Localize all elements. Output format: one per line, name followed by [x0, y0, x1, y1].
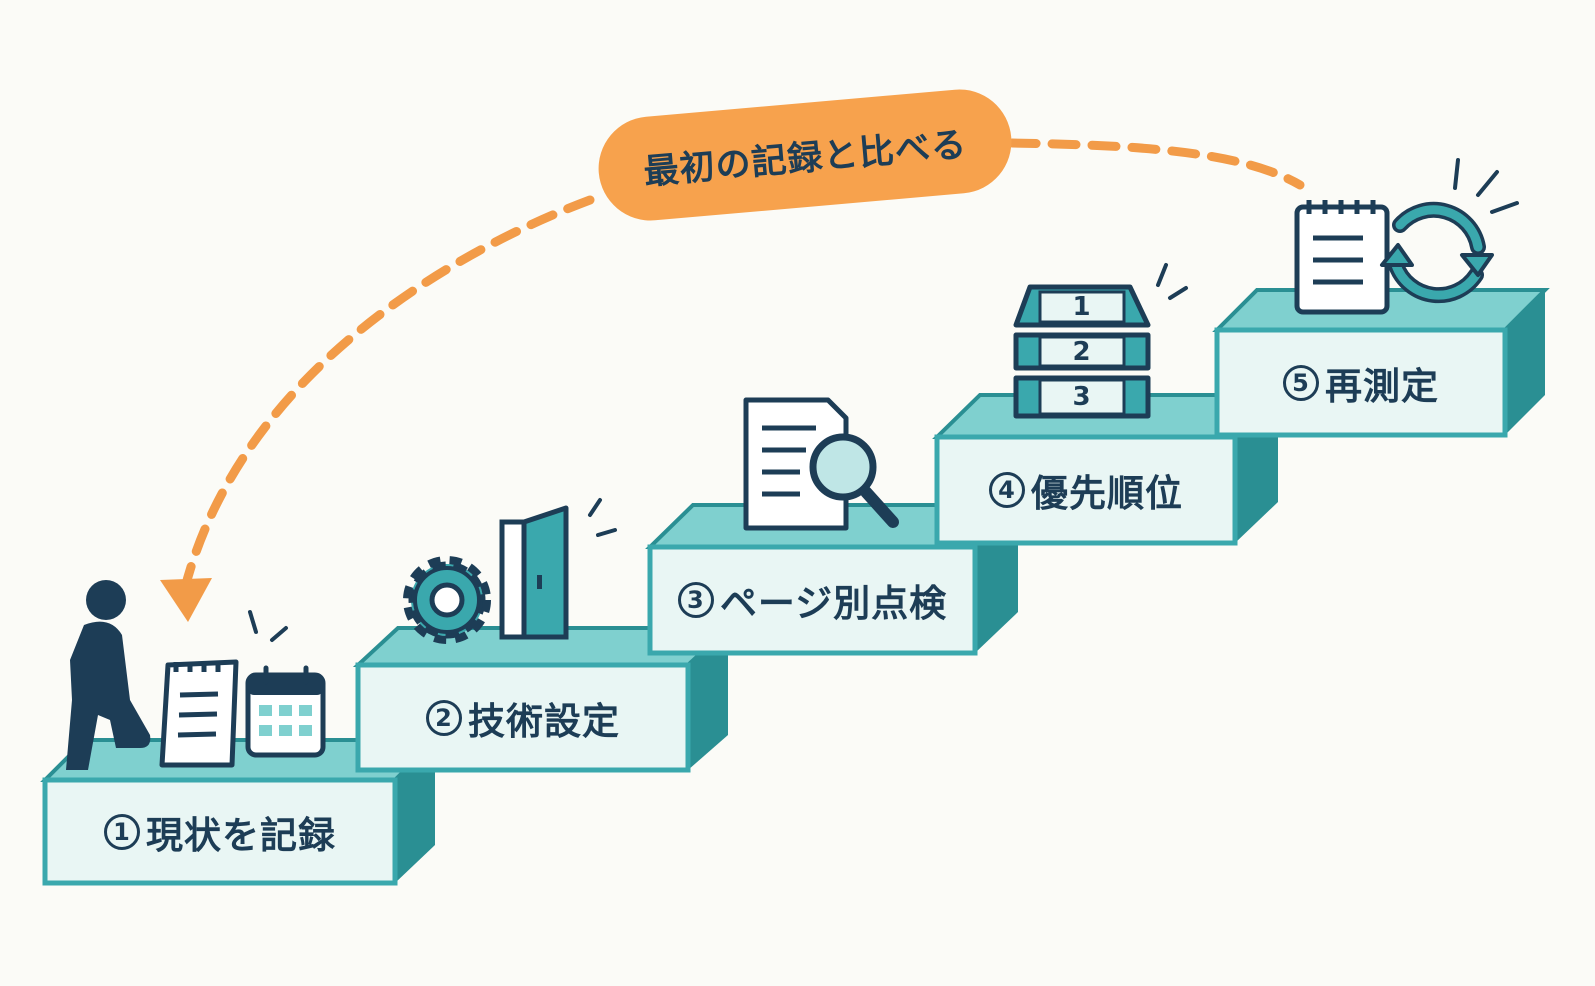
- notepad-icon: [159, 659, 239, 768]
- ranking-number-2: 2: [1072, 336, 1092, 367]
- gear-icon: [403, 556, 491, 644]
- door-icon: [499, 498, 617, 640]
- notepad-icon-step5: [1294, 200, 1390, 315]
- step-1-number: 1: [104, 813, 140, 850]
- step-5-text: 再測定: [1325, 364, 1439, 408]
- return-arrow-head: [160, 578, 212, 622]
- return-arrow: [177, 195, 595, 605]
- ranking-number-1: 1: [1072, 292, 1092, 322]
- step-5-number: 5: [1283, 364, 1319, 401]
- calendar-icon: [245, 610, 326, 758]
- step-4-number: 4: [989, 472, 1025, 508]
- document-search-icon: [743, 397, 899, 531]
- refresh-icon: [1380, 158, 1519, 304]
- step-3-label: 3 ページ別点検: [650, 547, 975, 653]
- return-arrow-tail: [1007, 138, 1305, 190]
- step-1-text: 現状を記録: [146, 813, 336, 857]
- step-3-text: ページ別点検: [719, 582, 948, 625]
- step-2-text: 技術設定: [468, 699, 620, 743]
- ranking-stack-icon: [1013, 263, 1188, 419]
- step-4-text: 優先順位: [1031, 472, 1183, 515]
- step-5-label: 5 再測定: [1217, 330, 1505, 435]
- person-walking-icon: [66, 580, 151, 770]
- step-1-label: 1 現状を記録: [45, 780, 395, 883]
- step-4-label: 4 優先順位: [937, 437, 1235, 543]
- ranking-number-3: 3: [1072, 382, 1092, 412]
- step-2-number: 2: [426, 699, 462, 736]
- step-2-label: 2 技術設定: [358, 665, 688, 770]
- step-3-number: 3: [677, 582, 714, 618]
